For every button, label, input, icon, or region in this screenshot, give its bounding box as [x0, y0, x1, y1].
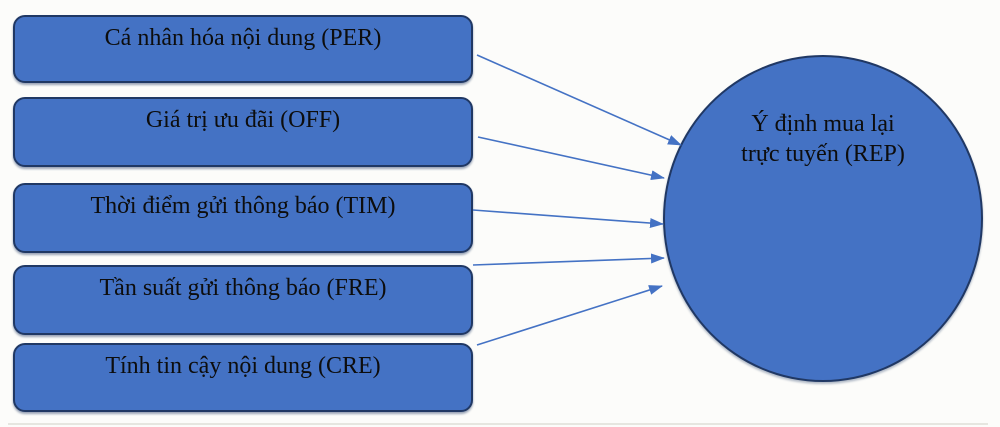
arrow-off-rep: [477, 136, 665, 181]
outcome-label-line1: Ý định mua lại: [751, 111, 895, 137]
outcome-label-line2: trực tuyến (REP): [741, 141, 905, 167]
factor-label-cre: Tính tin cậy nội dung (CRE): [105, 353, 381, 379]
arrow-fre-rep: [472, 253, 665, 266]
factor-box-cre: Tính tin cậy nội dung (CRE): [13, 343, 473, 412]
factor-box-off: Giá trị ưu đãi (OFF): [13, 97, 473, 167]
factor-label-off: Giá trị ưu đãi (OFF): [145, 107, 341, 133]
factor-label-tim: Thời điểm gửi thông báo (TIM): [90, 193, 396, 219]
arrow-tim-rep: [472, 209, 664, 229]
bottom-hairline: [8, 423, 988, 425]
factor-box-fre: Tần suất gửi thông báo (FRE): [13, 265, 473, 335]
factor-box-tim: Thời điểm gửi thông báo (TIM): [13, 183, 473, 253]
arrow-cre-rep: [476, 285, 663, 346]
arrow-per-rep: [476, 54, 682, 146]
factor-label-fre: Tần suất gửi thông báo (FRE): [99, 275, 387, 301]
outcome-circle-rep: Ý định mua lại trực tuyến (REP): [663, 55, 983, 382]
factor-box-per: Cá nhân hóa nội dung (PER): [13, 15, 473, 83]
factor-label-per: Cá nhân hóa nội dung (PER): [104, 25, 382, 51]
